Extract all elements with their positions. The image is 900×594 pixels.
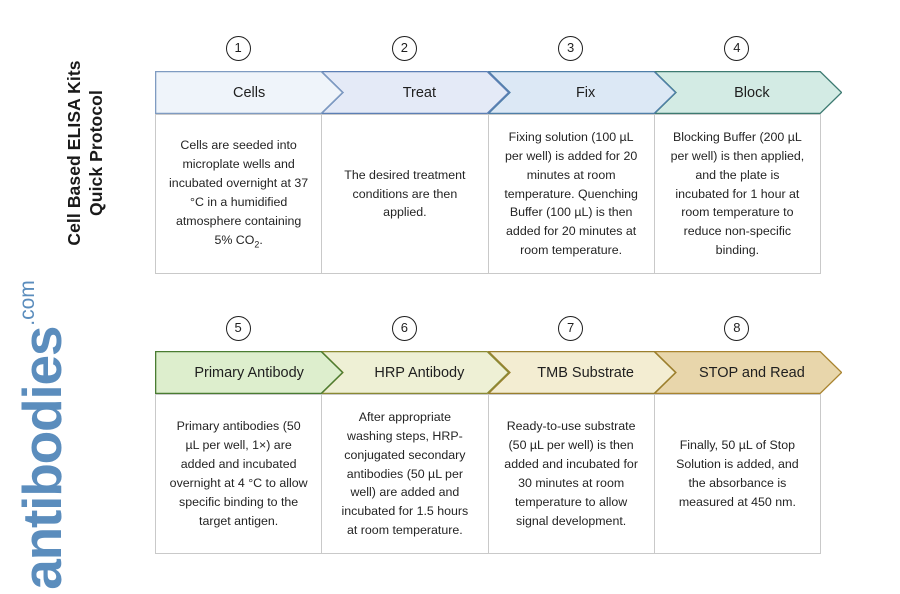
page-title: Cell Based ELISA Kits Quick Protocol [57, 13, 113, 293]
step-number-strip-1: 1 2 3 4 [155, 36, 820, 71]
step-header-strip-2: Primary Antibody HRP Antibody TMB Substrat… [155, 351, 845, 394]
step-header-label: Block [734, 84, 770, 101]
step-number-strip-2: 5 6 7 8 [155, 316, 820, 351]
watermark-wordmark: antibodies [11, 326, 73, 590]
step-body-4: Blocking Buffer (200 µL per well) is the… [653, 114, 821, 274]
step-body-text: Cells are seeded into microplate wells a… [169, 138, 309, 250]
step-number-badge-5: 5 [225, 316, 251, 341]
step-header-2[interactable]: Treat [321, 71, 509, 114]
step-body-7: Ready-to-use substrate (50 µL per well) … [487, 394, 655, 554]
step-header-label: Primary Antibody [194, 364, 304, 381]
protocol-row-1: 1 2 3 4 Cells Treat Fix Block Cells are seeded… [155, 36, 845, 274]
step-header-label: HRP Antibody [374, 364, 465, 381]
step-header-3[interactable]: Fix [488, 71, 676, 114]
step-body-text: After appropriate washing steps, HRP-con… [341, 410, 469, 538]
step-header-4[interactable]: Block [654, 71, 842, 114]
step-header-label: Fix [575, 84, 596, 101]
step-body-6: After appropriate washing steps, HRP-con… [321, 394, 489, 554]
step-number-badge-7: 7 [558, 316, 584, 341]
step-body-3: Fixing solution (100 µL per well) is add… [487, 114, 655, 274]
step-body-2: The desired treatment conditions are the… [321, 114, 489, 274]
step-number-badge-1: 1 [225, 36, 251, 61]
step-body-text: Finally, 50 µL of Stop Solution is added… [676, 438, 799, 509]
step-body-text: Fixing solution (100 µL per well) is add… [504, 130, 638, 258]
step-number-badge-3: 3 [558, 36, 584, 61]
step-header-5[interactable]: Primary Antibody [155, 351, 343, 394]
page-title-line-1: Cell Based ELISA Kits [63, 60, 84, 246]
step-number-badge-8: 8 [724, 316, 750, 341]
step-header-6[interactable]: HRP Antibody [321, 351, 509, 394]
step-number-badge-2: 2 [391, 36, 417, 61]
step-body-strip-2: Primary antibodies (50 µL per well, 1×) … [155, 394, 821, 554]
step-header-1[interactable]: Cells [155, 71, 343, 114]
step-header-7[interactable]: TMB Substrate [488, 351, 676, 394]
step-header-label: Treat [402, 84, 437, 101]
step-header-8[interactable]: STOP and Read [654, 351, 842, 394]
step-body-text: Primary antibodies (50 µL per well, 1×) … [169, 419, 308, 528]
step-body-1: Cells are seeded into microplate wells a… [155, 114, 323, 274]
step-body-8: Finally, 50 µL of Stop Solution is added… [653, 394, 821, 554]
step-header-label: TMB Substrate [537, 364, 634, 381]
step-number-badge-6: 6 [391, 316, 417, 341]
step-number-badge-4: 4 [724, 36, 750, 61]
step-header-label: STOP and Read [698, 364, 805, 381]
step-body-5: Primary antibodies (50 µL per well, 1×) … [155, 394, 323, 554]
step-header-strip-1: Cells Treat Fix Block [155, 71, 845, 114]
watermark-tld: .com [16, 280, 39, 326]
page-title-line-2: Quick Protocol [86, 90, 106, 216]
step-body-text: Blocking Buffer (200 µL per well) is the… [670, 130, 805, 258]
step-body-strip-1: Cells are seeded into microplate wells a… [155, 114, 821, 274]
antibodies-com-watermark: antibodies .com [11, 280, 85, 590]
step-body-text: Ready-to-use substrate (50 µL per well) … [504, 419, 638, 528]
protocol-row-2: 5 6 7 8 Primary Antibody HRP Antibody TMB Sub… [155, 316, 845, 554]
step-body-text: The desired treatment conditions are the… [344, 167, 466, 220]
step-header-label: Cells [233, 84, 266, 101]
